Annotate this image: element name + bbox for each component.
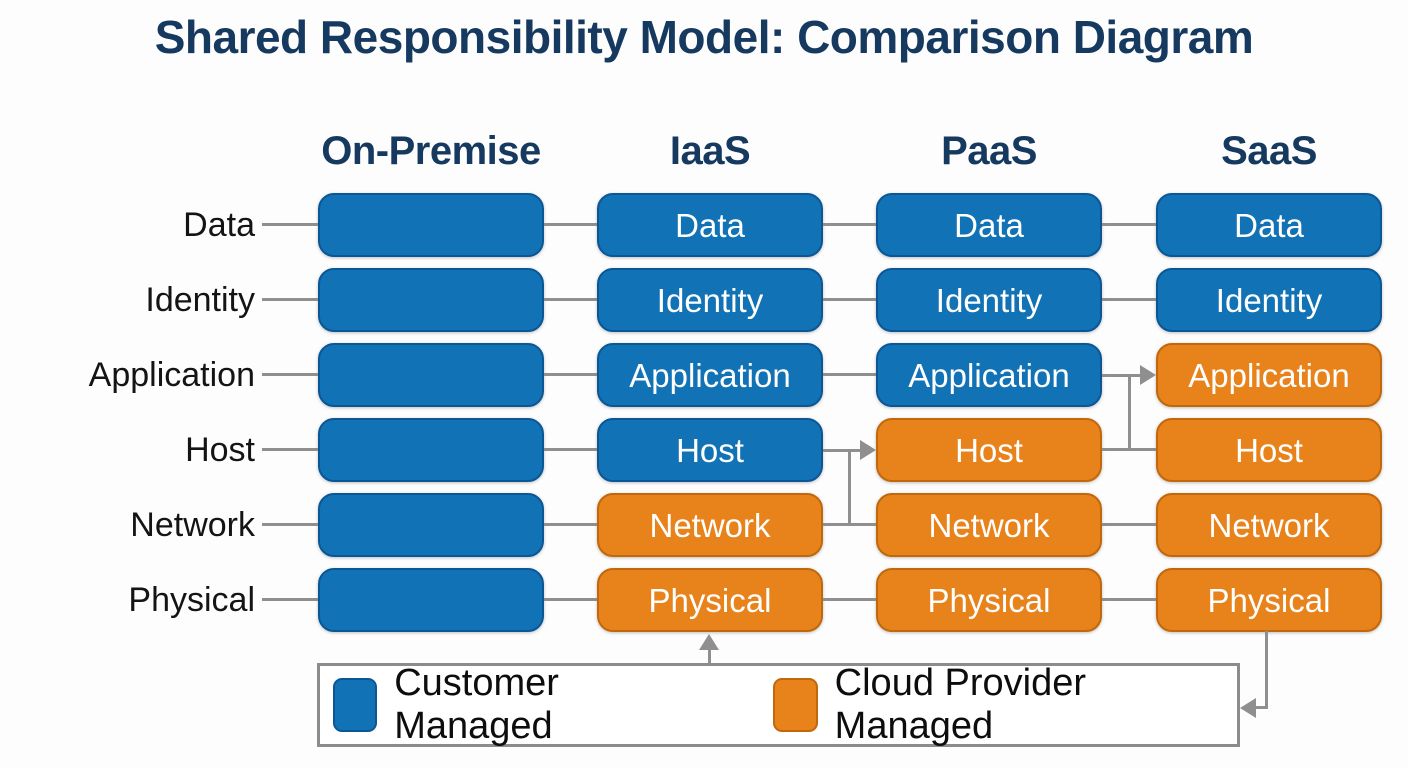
connector-line <box>544 298 597 301</box>
column-header-onpremise: On-Premise <box>321 129 541 173</box>
legend-item-cloud-provider-managed: Cloud Provider Managed <box>773 662 1237 748</box>
connector-vline-paas-saas <box>1128 375 1131 451</box>
box-paas-network: Network <box>876 493 1102 557</box>
connector-line-iaas-paas-host <box>823 449 860 452</box>
legend-label-customer-managed: Customer Managed <box>394 662 559 747</box>
box-iaas-identity: Identity <box>597 268 823 332</box>
legend-label-cloud-provider-managed: Cloud Provider Managed <box>834 662 1087 747</box>
box-saas-network: Network <box>1156 493 1382 557</box>
legend-item-customer-managed: Customer Managed <box>333 662 713 748</box>
connector-line <box>823 373 876 376</box>
box-paas-application: Application <box>876 343 1102 407</box>
arrow-right-into-saas-application-icon <box>1140 365 1156 385</box>
row-label-connector-line <box>262 598 318 601</box>
legend-up-connector-line <box>708 648 711 664</box>
connector-line <box>544 223 597 226</box>
connector-line <box>823 298 876 301</box>
row-label-connector-line <box>262 298 318 301</box>
column-header-saas: SaaS <box>1221 129 1317 173</box>
box-saas-identity: Identity <box>1156 268 1382 332</box>
row-label-physical: Physical <box>128 581 255 619</box>
box-onpremise-host <box>318 418 544 482</box>
row-label-identity: Identity <box>145 281 255 319</box>
box-paas-host: Host <box>876 418 1102 482</box>
box-saas-physical: Physical <box>1156 568 1382 632</box>
box-iaas-physical: Physical <box>597 568 823 632</box>
saas-legend-connector-line <box>1254 706 1268 709</box>
connector-line <box>544 523 597 526</box>
box-iaas-network: Network <box>597 493 823 557</box>
row-label-data: Data <box>183 206 255 244</box>
box-paas-identity: Identity <box>876 268 1102 332</box>
box-iaas-host: Host <box>597 418 823 482</box>
connector-line <box>1102 523 1156 526</box>
box-onpremise-application <box>318 343 544 407</box>
row-label-network: Network <box>130 506 255 544</box>
row-label-host: Host <box>185 431 255 469</box>
box-paas-physical: Physical <box>876 568 1102 632</box>
connector-line <box>1102 598 1156 601</box>
box-iaas-application: Application <box>597 343 823 407</box>
row-label-application: Application <box>88 356 255 394</box>
connector-line <box>823 223 876 226</box>
connector-vline-iaas-paas <box>848 450 851 525</box>
row-label-connector-line <box>262 523 318 526</box>
box-iaas-data: Data <box>597 193 823 257</box>
arrow-up-into-iaas-physical-icon <box>699 634 719 650</box>
row-label-connector-line <box>262 223 318 226</box>
cloud-provider-managed-swatch-icon <box>773 678 818 732</box>
legend: Customer Managed Cloud Provider Managed <box>317 662 1240 748</box>
row-label-connector-line <box>262 448 318 451</box>
box-onpremise-data <box>318 193 544 257</box>
column-header-iaas: IaaS <box>669 129 751 173</box>
arrow-left-into-legend-icon <box>1240 698 1256 718</box>
connector-line <box>823 598 876 601</box>
box-saas-application: Application <box>1156 343 1382 407</box>
diagram-title: Shared Responsibility Model: Comparison … <box>154 11 1254 63</box>
connector-line <box>544 373 597 376</box>
row-label-connector-line <box>262 373 318 376</box>
customer-managed-swatch-icon <box>333 678 378 732</box>
box-paas-data: Data <box>876 193 1102 257</box>
arrow-right-into-paas-host-icon <box>860 440 876 460</box>
saas-physical-down-line <box>1265 631 1268 709</box>
connector-line-paas-saas-application <box>1102 374 1140 377</box>
box-onpremise-network <box>318 493 544 557</box>
box-saas-host: Host <box>1156 418 1382 482</box>
connector-line <box>544 598 597 601</box>
box-saas-data: Data <box>1156 193 1382 257</box>
box-onpremise-identity <box>318 268 544 332</box>
connector-line <box>1102 298 1156 301</box>
connector-line <box>544 448 597 451</box>
box-onpremise-physical <box>318 568 544 632</box>
connector-line <box>1102 223 1156 226</box>
column-header-paas: PaaS <box>941 129 1037 173</box>
